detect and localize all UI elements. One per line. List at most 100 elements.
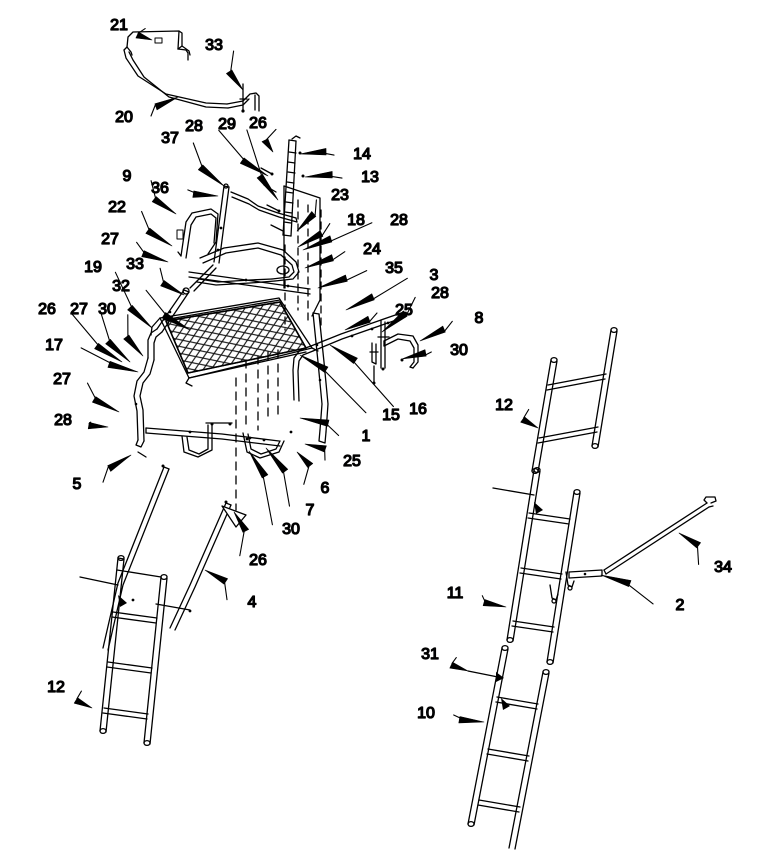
callout-label-34: 34: [714, 559, 732, 576]
leader-arrowhead: [329, 344, 358, 364]
callout-leader-19: [114, 271, 153, 329]
callout-leader-12: [520, 408, 539, 429]
callout-leader-18: [297, 223, 331, 248]
right-diagonal-brace: [169, 500, 247, 631]
callout-leader-30: [401, 349, 432, 360]
cross-rod: [568, 496, 717, 579]
callout-leader-29: [246, 129, 279, 201]
callout-leader-26: [71, 312, 123, 363]
callout-leader-3: [345, 277, 408, 311]
callout-leader-35: [317, 270, 368, 289]
callout-leader-14: [299, 148, 335, 156]
leader-arrowhead: [92, 396, 120, 413]
callout-leader-37: [192, 142, 225, 187]
callout-label-31: 31: [421, 646, 439, 663]
callout-leader-8: [419, 320, 453, 342]
leader-arrowhead: [296, 211, 317, 232]
leader-arrowhead: [248, 450, 269, 479]
callout-label-24: 24: [363, 241, 381, 258]
callout-leader-25: [344, 312, 378, 331]
leader-arrowhead: [299, 354, 329, 373]
leader-arrowhead: [161, 312, 191, 331]
callout-label-13: 13: [361, 169, 379, 186]
callout-leader-9: [150, 180, 177, 215]
right-frame-post: [292, 311, 406, 444]
callout-leader-15: [299, 354, 367, 414]
callout-label-8: 8: [475, 310, 484, 327]
leader-arrowhead: [302, 235, 333, 251]
leader-arrowhead: [160, 280, 185, 296]
hidden-construction-lines: [235, 349, 279, 511]
callout-label-33: 33: [126, 256, 144, 273]
leader-arrowhead: [261, 138, 274, 153]
callout-label-33: 33: [205, 37, 223, 54]
leader-arrowhead: [87, 422, 109, 430]
leader-arrowhead: [233, 511, 249, 533]
callout-label-12: 12: [47, 679, 65, 696]
callout-label-30: 30: [450, 342, 468, 359]
grab-handle: [369, 333, 419, 385]
leader-arrowhead: [256, 174, 279, 201]
callout-leader-27: [100, 313, 131, 363]
seat-backrest-frame: [176, 183, 311, 295]
left-diagonal-brace: [102, 451, 170, 651]
callout-leader-24: [304, 251, 346, 269]
callout-leader-17: [80, 347, 139, 373]
callout-leader-25: [304, 443, 327, 461]
callout-leader-26: [261, 128, 277, 153]
leader-arrowhead: [345, 293, 375, 311]
leader-arrowhead: [154, 96, 179, 111]
callout-label-9: 9: [123, 168, 132, 185]
callout-leader-7: [265, 447, 291, 507]
callout-leader-31: [449, 657, 469, 672]
right-middle-ladder: [467, 466, 581, 682]
left-ladder: [79, 554, 192, 747]
callout-label-10: 10: [417, 705, 435, 722]
leader-arrowhead: [299, 417, 330, 427]
leader-arrowhead: [401, 349, 427, 360]
callout-leader-28: [381, 296, 416, 333]
callout-leader-4: [204, 569, 228, 601]
callout-label-26: 26: [249, 115, 267, 132]
callout-label-7: 7: [306, 502, 315, 519]
callout-leader-27: [86, 382, 120, 413]
callout-label-11: 11: [447, 585, 464, 602]
leader-arrowhead: [145, 227, 173, 247]
leader-arrowhead: [265, 447, 289, 474]
callout-leader-21: [135, 28, 153, 41]
leader-arrowhead: [107, 360, 139, 373]
callout-leader-33: [159, 267, 185, 296]
callout-leader-13: [304, 171, 343, 179]
callout-leader-11: [481, 595, 507, 608]
leader-arrowhead: [141, 250, 169, 263]
leader-arrowhead: [304, 171, 333, 179]
callout-label-35: 35: [385, 260, 403, 277]
callout-leader-28: [302, 222, 373, 251]
leader-arrowhead: [240, 157, 269, 177]
callout-label-15: 15: [382, 407, 400, 424]
callout-label-21: 21: [110, 17, 128, 34]
callout-leader-30: [248, 450, 273, 526]
callout-label-37: 37: [161, 130, 179, 147]
leader-arrowhead: [317, 274, 348, 289]
callout-label-12: 12: [495, 397, 513, 414]
leader-arrowhead: [482, 599, 507, 608]
callout-label-36: 36: [151, 180, 169, 197]
callout-leader-1: [299, 417, 340, 437]
callout-leader-26: [233, 511, 249, 557]
callout-leader-30: [123, 314, 144, 357]
callout-leader-22: [141, 210, 173, 247]
leader-arrowhead: [304, 254, 334, 269]
leader-lines: [71, 28, 701, 724]
panel-outline: [283, 185, 321, 317]
callout-label-16: 16: [409, 401, 427, 418]
handrail-assembly: [123, 30, 260, 113]
callout-label-20: 20: [115, 109, 133, 126]
callout-label-30: 30: [98, 301, 116, 318]
callout-label-23: 23: [331, 187, 349, 204]
leader-arrowhead: [73, 697, 93, 709]
left-frame-posts: [133, 264, 217, 448]
